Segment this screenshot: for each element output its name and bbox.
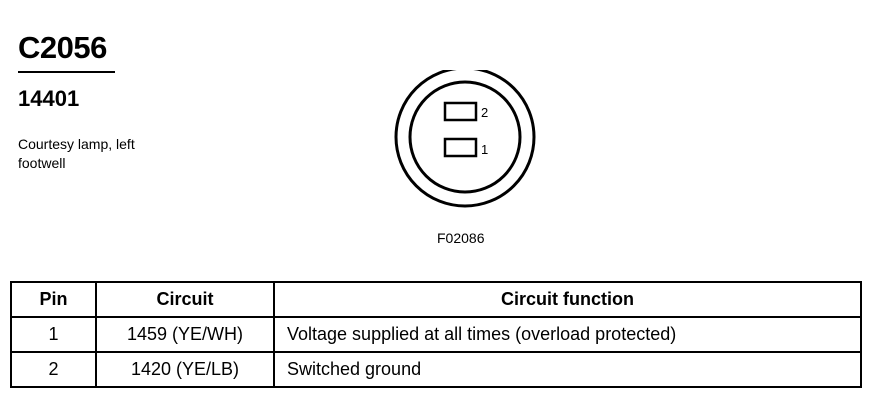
pinout-table: Pin Circuit Circuit function 1 1459 (YE/…	[10, 281, 862, 388]
pin-2-cavity	[443, 101, 478, 122]
table-row: 2 1420 (YE/LB) Switched ground	[10, 351, 862, 388]
figure-id: F02086	[437, 230, 485, 246]
pin-2-label: 2	[481, 105, 488, 120]
connector-inner-ring	[408, 80, 522, 194]
pin-1-label: 1	[481, 142, 488, 157]
connector-description: Courtesy lamp, left footwell	[18, 136, 135, 171]
connector-id: C2056	[18, 30, 107, 65]
cell-pin: 1	[10, 316, 97, 353]
table-row: 1 1459 (YE/WH) Voltage supplied at all t…	[10, 316, 862, 353]
cell-circuit: 1459 (YE/WH)	[95, 316, 275, 353]
cell-pin: 2	[10, 351, 97, 388]
cell-circuit: 1420 (YE/LB)	[95, 351, 275, 388]
connector-face-diagram: 2 1	[394, 70, 536, 208]
part-number: 14401	[18, 86, 80, 111]
cell-function: Voltage supplied at all times (overload …	[273, 316, 862, 353]
title-underline	[18, 71, 115, 73]
cell-function: Switched ground	[273, 351, 862, 388]
header-circuit: Circuit	[95, 281, 275, 318]
header-circuit-function: Circuit function	[273, 281, 862, 318]
table-header-row: Pin Circuit Circuit function	[10, 281, 862, 318]
connector-outer-ring	[394, 70, 536, 208]
pin-1-cavity	[443, 137, 478, 158]
header-pin: Pin	[10, 281, 97, 318]
